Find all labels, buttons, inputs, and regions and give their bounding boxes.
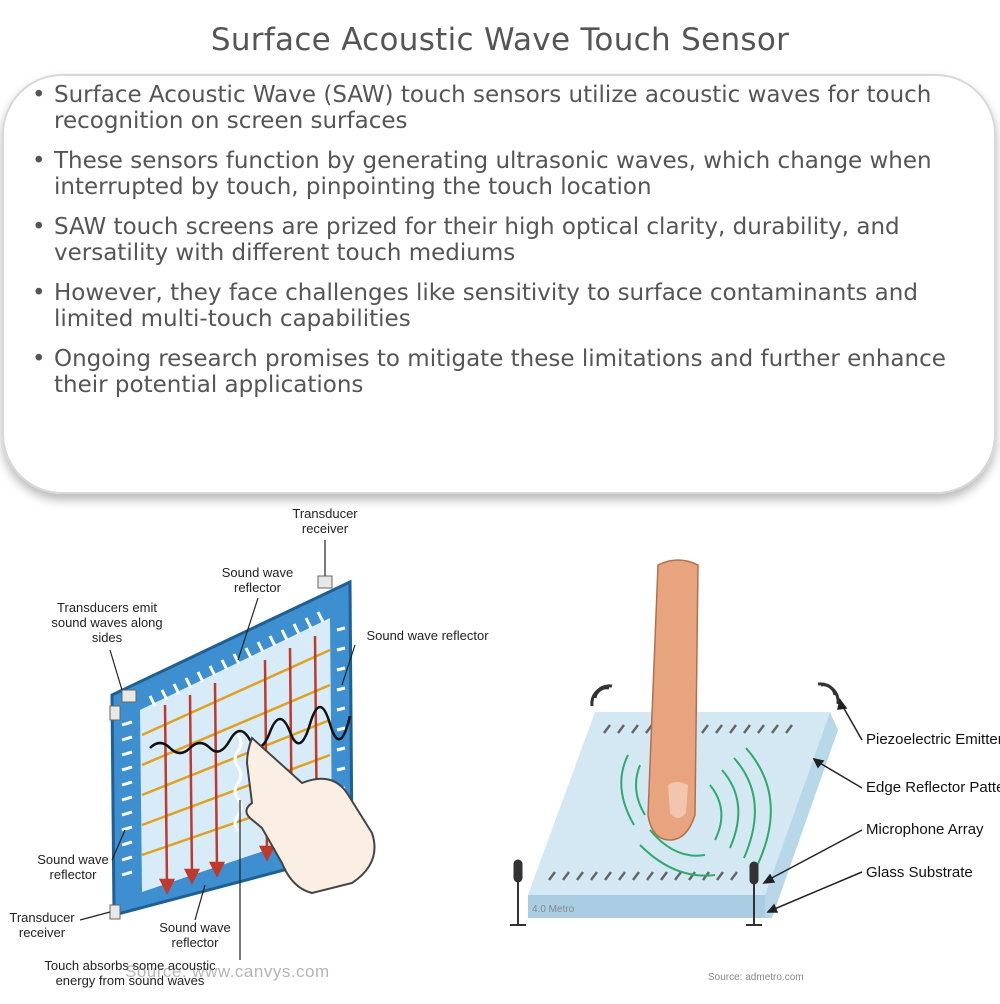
- label-piezo-emitters: Piezoelectric Emitters: [866, 731, 1000, 748]
- touching-hand: [245, 736, 376, 895]
- fingernail: [668, 782, 688, 818]
- left-reflector: [121, 720, 133, 877]
- sound-wave-squiggle: [149, 705, 352, 755]
- bullet-item: These sensors function by generating ult…: [30, 148, 970, 200]
- edge-reflector-bottom: [548, 871, 738, 881]
- bullet-list: Surface Acoustic Wave (SAW) touch sensor…: [30, 82, 970, 412]
- saw-panel-illustration: [79, 540, 376, 960]
- bullet-item: SAW touch screens are prized for their h…: [30, 214, 970, 266]
- microphone-icons: [510, 859, 762, 926]
- ripple-waves: [620, 747, 772, 877]
- transducer-left-mid: [109, 705, 121, 721]
- bullet-item: However, they face challenges like sensi…: [30, 280, 970, 332]
- label-edge-reflector: Edge Reflector Pattern: [866, 779, 1000, 796]
- label-touch-absorbs: Touch absorbs some acoustic energy from …: [44, 958, 216, 988]
- label-transducers-emit: Transducers emit sound waves along sides: [51, 600, 163, 645]
- transducer-bottom-left: [109, 904, 121, 920]
- saw-glass-illustration: [510, 559, 863, 926]
- label-sound-wave-reflector-left: Sound wave reflector: [37, 852, 109, 882]
- saw-panel-diagram: Transducer receiver Sound wave reflector…: [0, 500, 500, 1000]
- saw-glass-diagram: Piezoelectric Emitters Edge Reflector Pa…: [500, 500, 1000, 1000]
- label-transducer-receiver-top: Transducer receiver: [292, 506, 358, 536]
- emitter-icons: [590, 682, 840, 707]
- label-sound-wave-reflector-right: Sound wave reflector: [366, 628, 489, 643]
- label-sound-wave-reflector-top: Sound wave reflector: [221, 565, 294, 595]
- watermark-left: Source: www.canvys.com: [125, 962, 330, 981]
- label-glass-substrate: Glass Substrate: [866, 864, 973, 881]
- glass-front-face: [528, 895, 765, 918]
- leader-lines: [79, 540, 356, 960]
- transducer-left: [121, 689, 137, 703]
- brand-mark: 4.0 Metro: [532, 904, 575, 915]
- right-leader-lines: [762, 698, 863, 913]
- bullet-item: Ongoing research promises to mitigate th…: [30, 346, 970, 398]
- source-caption: Source: admetro.com: [708, 972, 804, 983]
- label-transducer-receiver-bottom: Transducer receiver: [9, 910, 75, 940]
- label-microphone-array: Microphone Array: [866, 821, 984, 838]
- label-sound-wave-reflector-bottom: Sound wave reflector: [159, 920, 231, 950]
- absorbed-wave: [233, 734, 243, 832]
- top-reflector: [148, 611, 325, 707]
- page-title: Surface Acoustic Wave Touch Sensor: [210, 22, 790, 58]
- transducer-top-right: [317, 575, 333, 589]
- finger: [647, 559, 699, 841]
- bullet-item: Surface Acoustic Wave (SAW) touch sensor…: [30, 82, 970, 134]
